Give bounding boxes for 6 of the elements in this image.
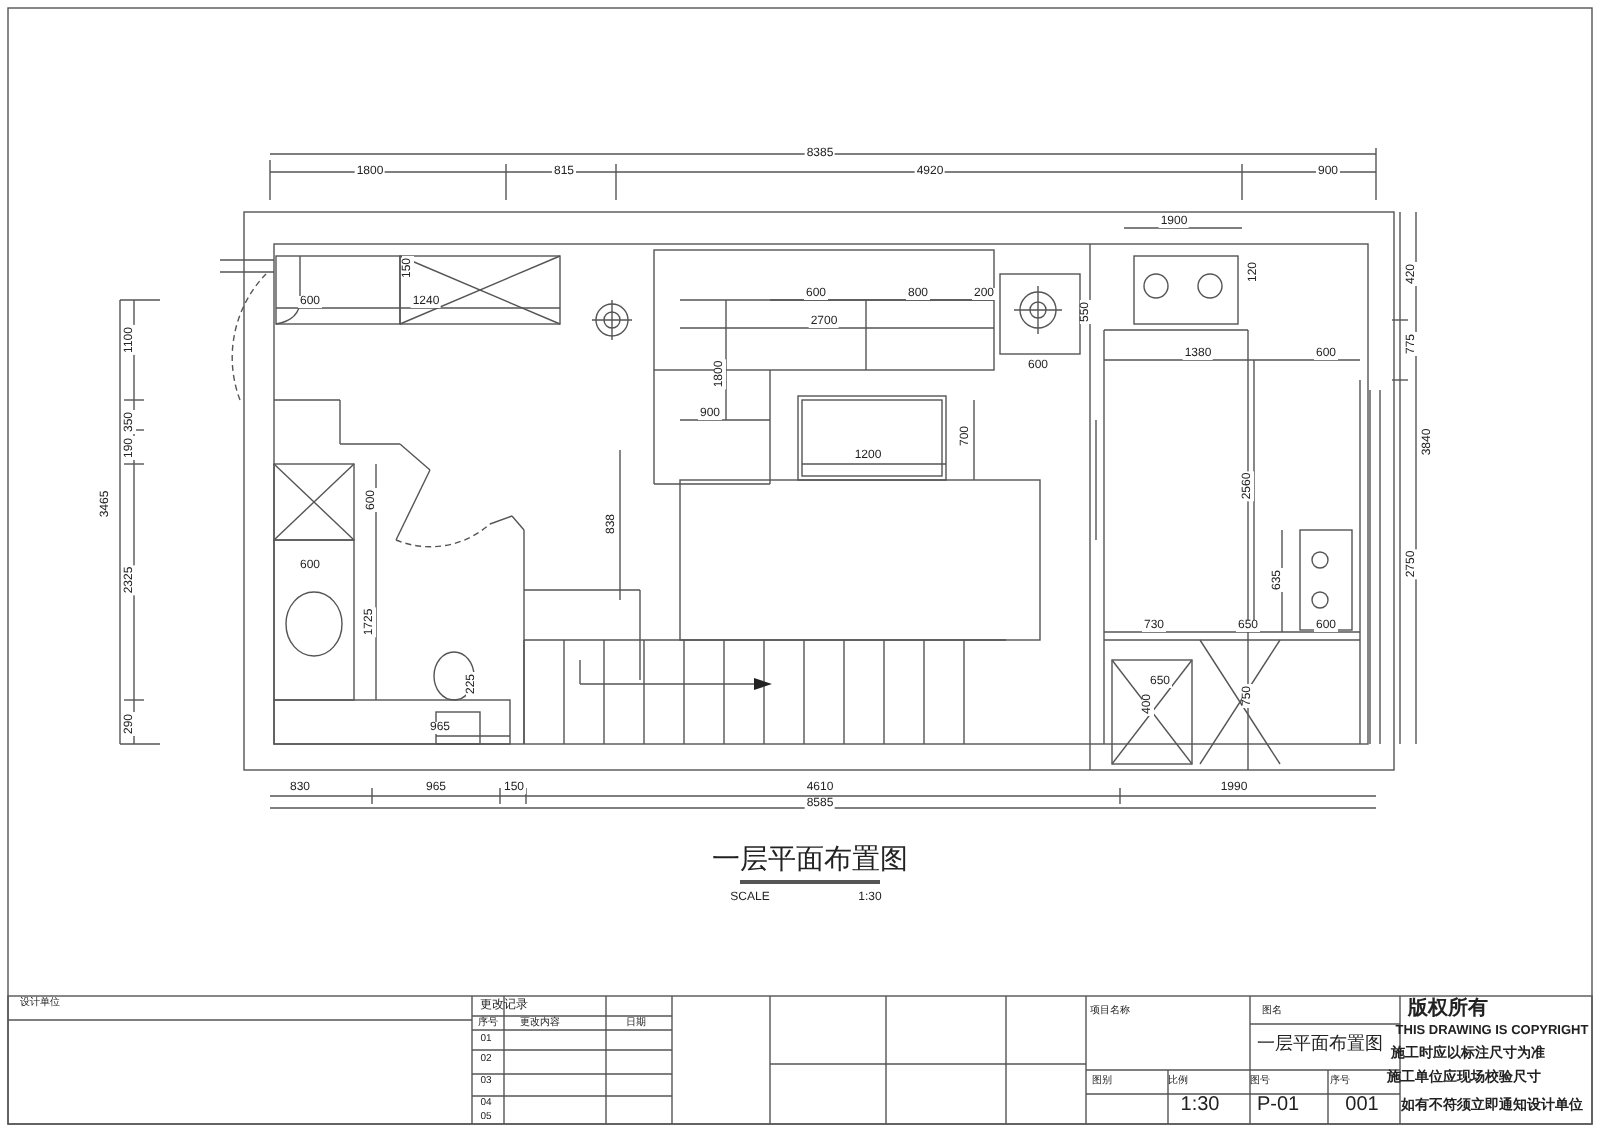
title-block-text: 001 [1345, 1096, 1379, 1116]
title-block-text: 版权所有 [1408, 1000, 1488, 1020]
drawing-name: 一层平面布置图 [1257, 1035, 1383, 1053]
title-block-text: 1:30 [1180, 1096, 1220, 1116]
drawing-title: 一层平面布置图 [712, 846, 908, 874]
title-block-text: P-01 [1256, 1096, 1300, 1116]
